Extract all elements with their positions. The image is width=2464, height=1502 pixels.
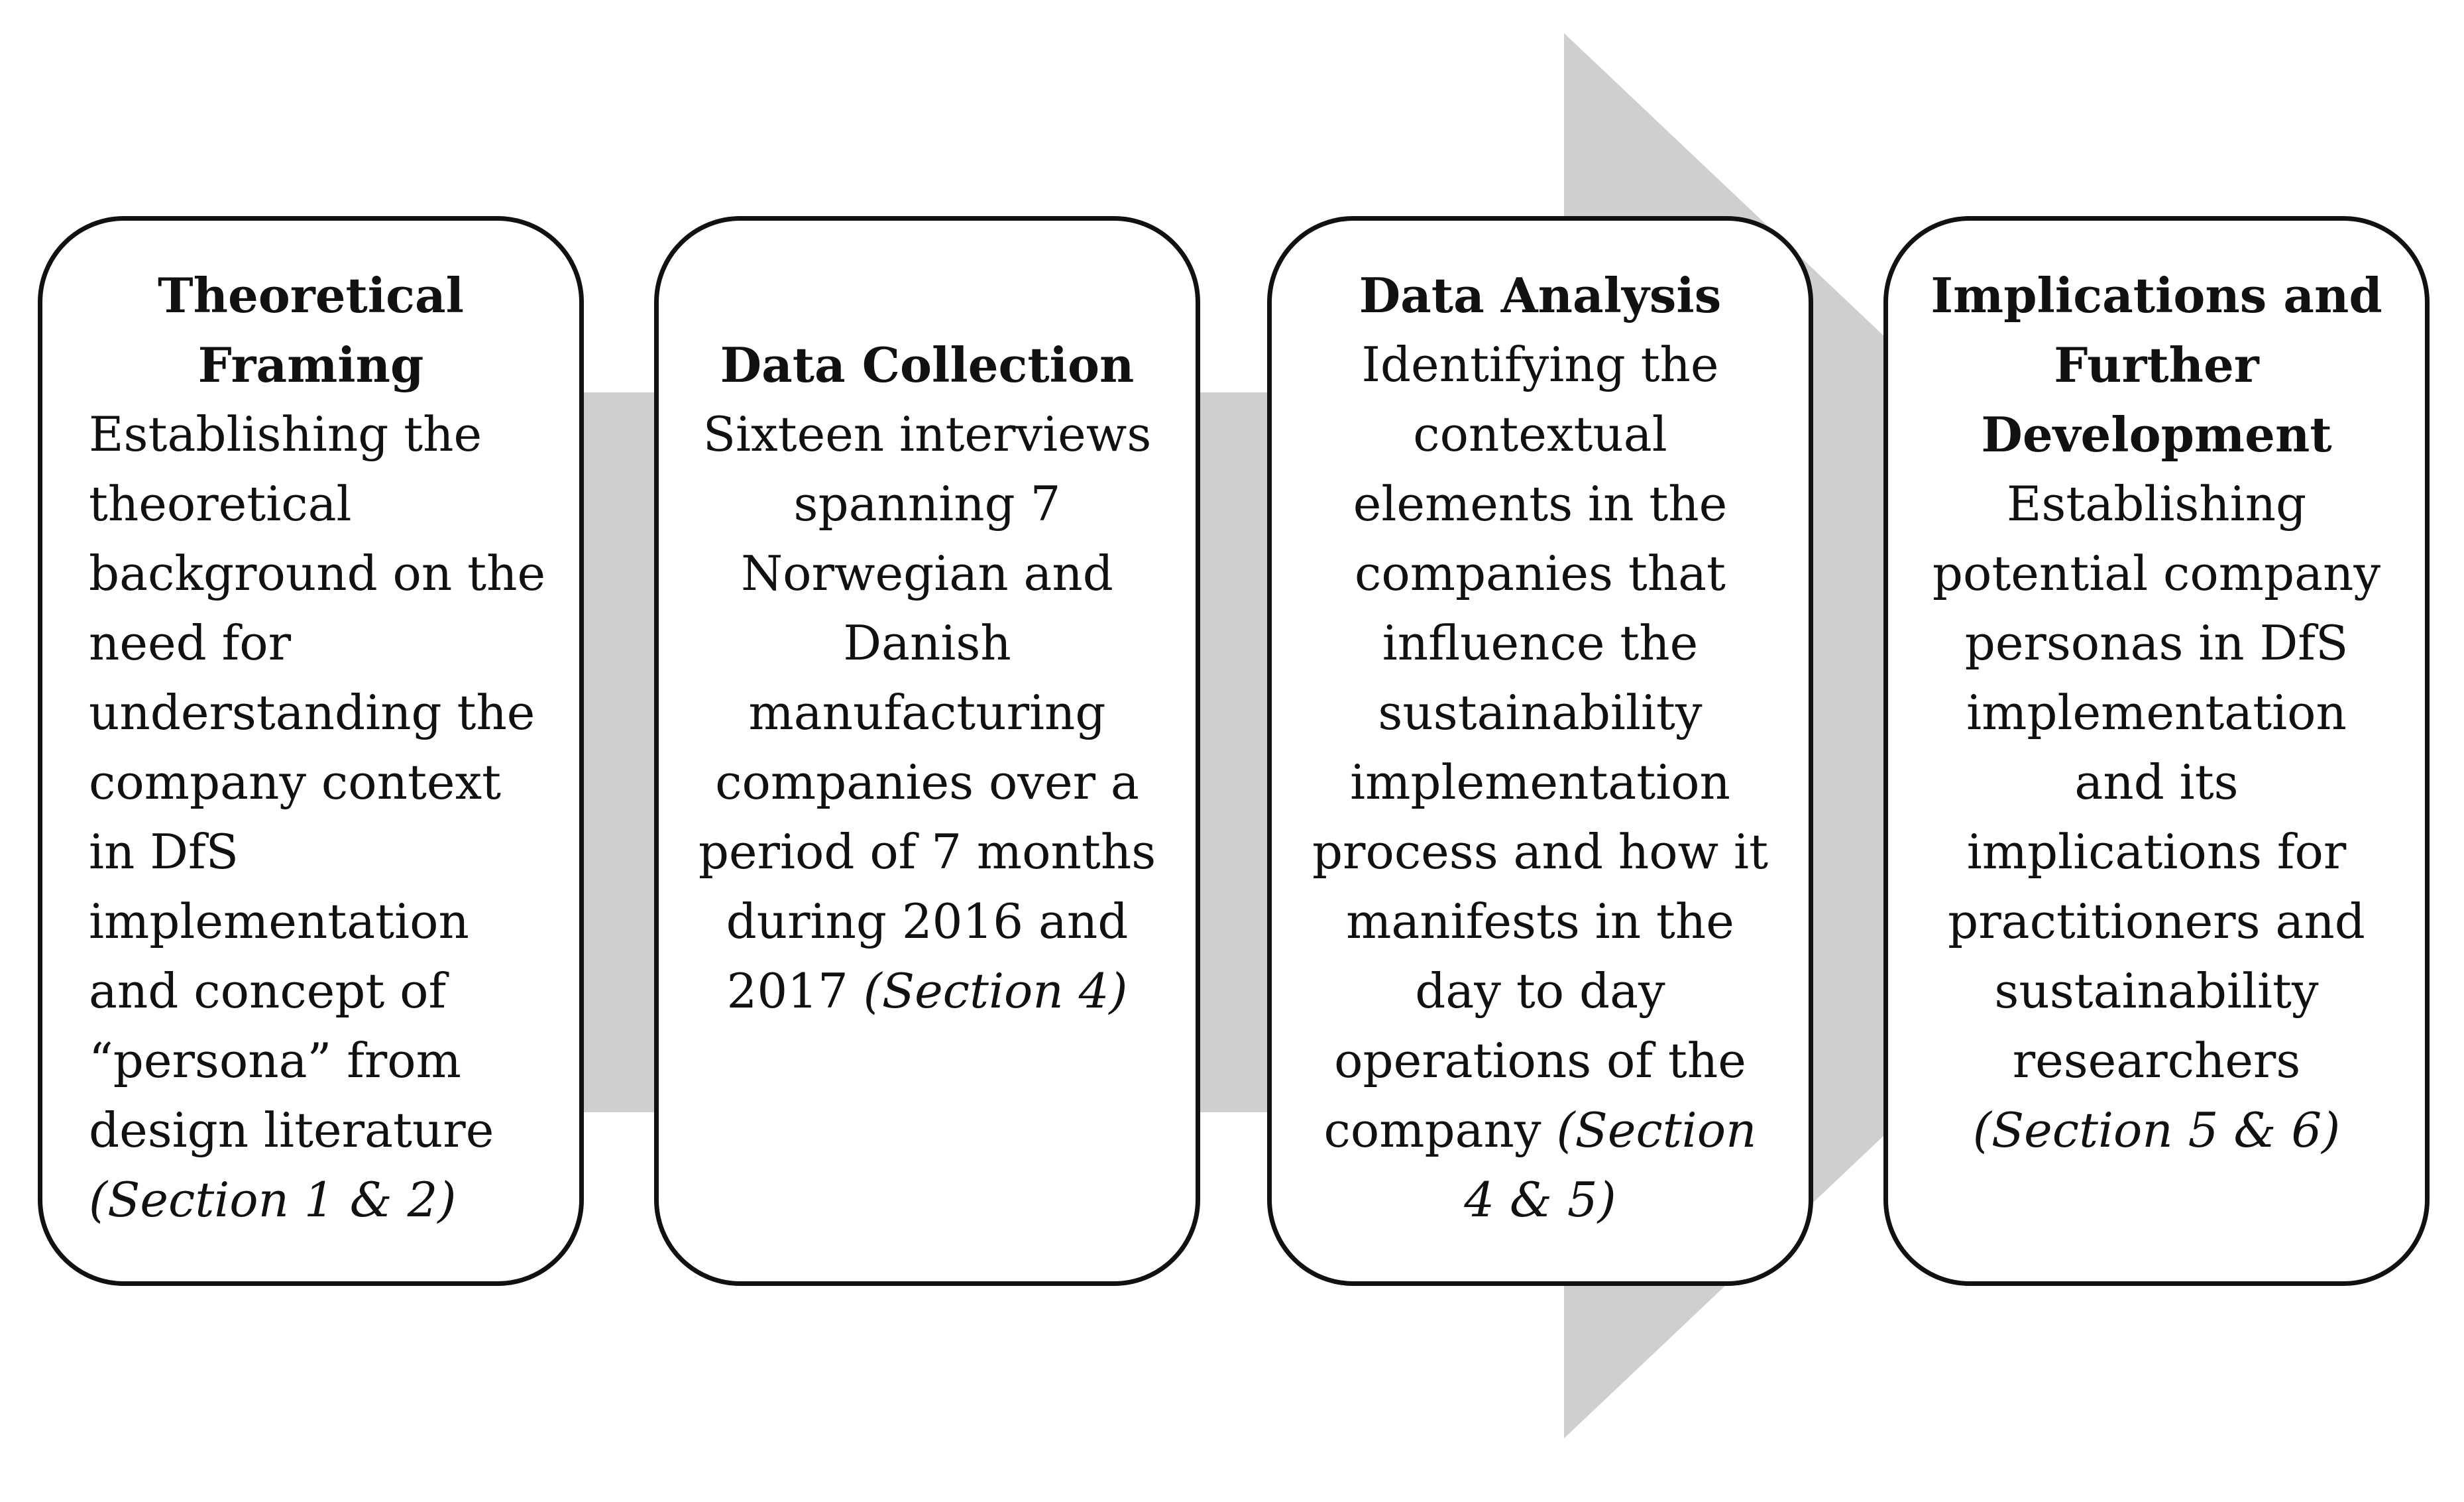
step-body-text: Establishing the theoretical background … [89,406,546,1158]
step-description: Establishing potential company personas … [1921,469,2392,1165]
step-description: Establishing the theoretical background … [76,400,546,1235]
step-data-analysis: Data Analysis Identifying the contextual… [1267,216,1813,1286]
section-reference: (Section 4) [863,963,1128,1019]
step-data-collection: Data Collection Sixteen interviews spann… [654,216,1200,1286]
section-reference: (Section 4 & 5) [1464,1102,1757,1228]
step-body-text: Establishing potential company personas … [1932,476,2381,1088]
step-body-text: Identifying the contextual elements in t… [1312,337,1769,1158]
step-theoretical-framing: Theoretical Framing Establishing the the… [38,216,584,1286]
section-reference: (Section 5 & 6) [1972,1102,2341,1158]
step-title: Data Analysis [1359,267,1722,323]
step-description: Sixteen interviews spanning 7 Norwegian … [692,400,1162,1026]
step-title: Data Collection [720,337,1135,393]
step-description: Identifying the contextual elements in t… [1305,330,1775,1235]
step-body-text: Sixteen interviews spanning 7 Norwegian … [698,406,1156,1019]
step-implications: Implications and Further Development Est… [1883,216,2430,1286]
step-title: Theoretical Framing [158,267,464,393]
section-reference: (Section 1 & 2) [89,1172,457,1228]
step-title: Implications and Further Development [1931,267,2382,463]
